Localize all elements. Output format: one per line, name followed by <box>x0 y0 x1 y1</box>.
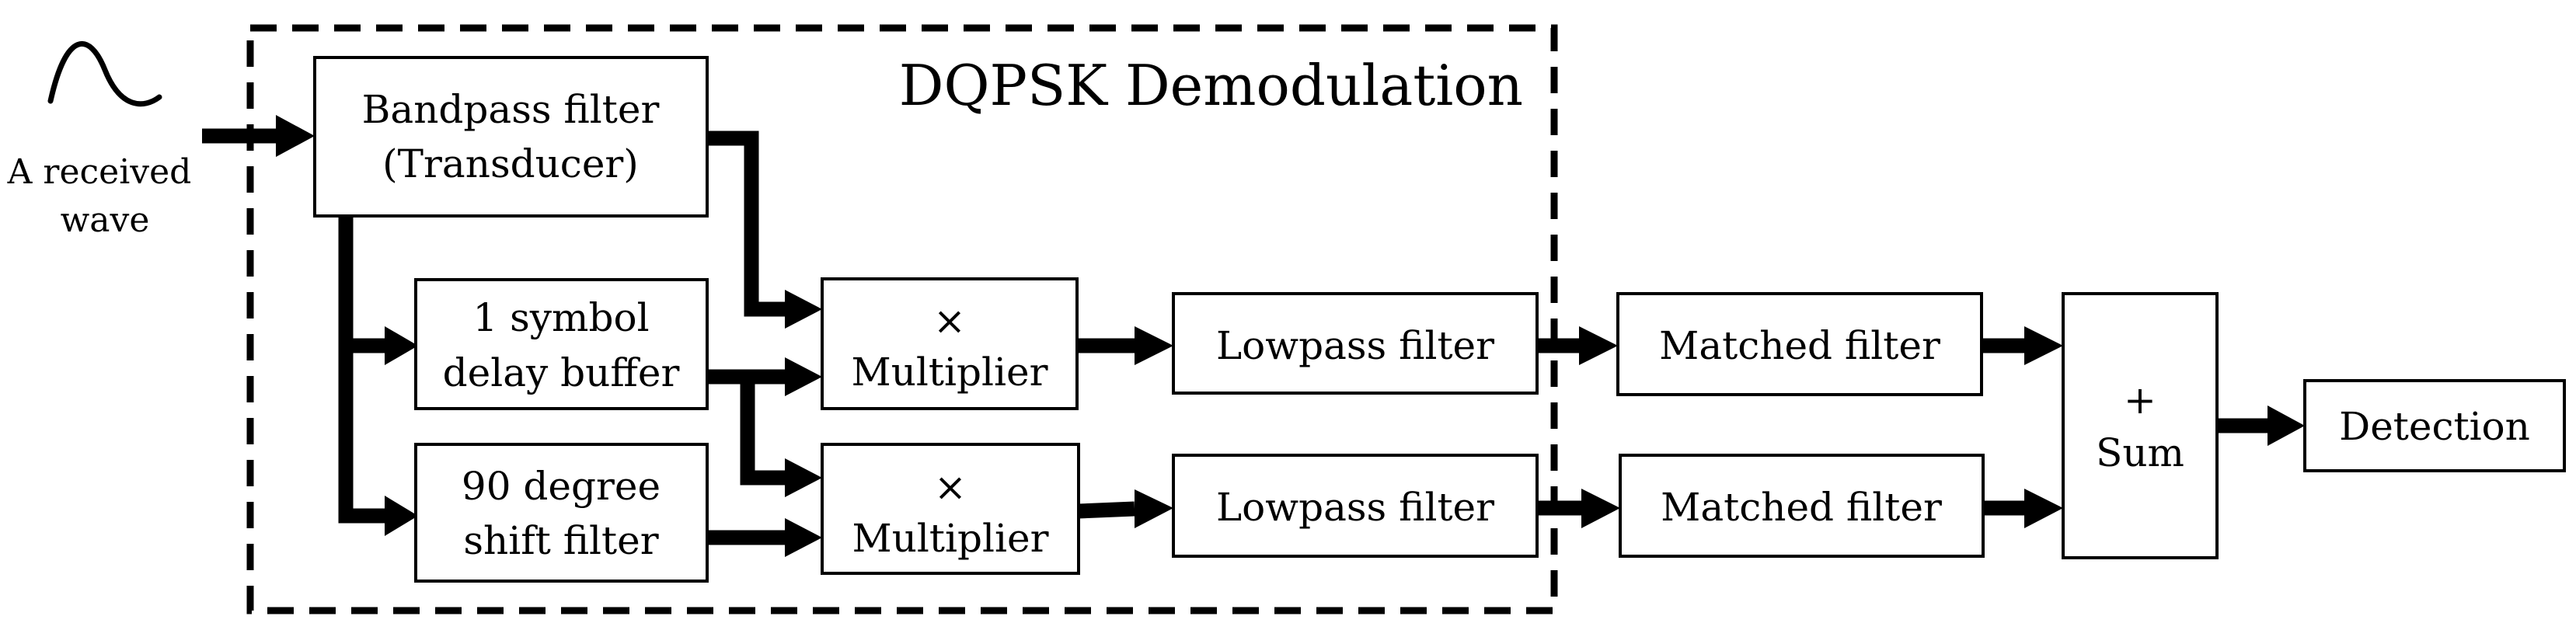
diagram-title: DQPSK Demodulation <box>899 53 1523 118</box>
bandpass-filter-line2: (Transducer) <box>382 141 639 186</box>
shift-filter-line2: shift filter <box>463 518 658 563</box>
detection-block: Detection <box>2303 379 2566 472</box>
multiplier-2-symbol: × <box>934 465 967 510</box>
bandpass-filter-block: Bandpass filter (Transducer) <box>313 56 709 218</box>
lowpass-filter-2-label: Lowpass filter <box>1216 485 1494 530</box>
matched-filter-1-label: Matched filter <box>1659 323 1940 368</box>
multiplier-1-label: Multiplier <box>852 350 1048 395</box>
matched-filter-2-label: Matched filter <box>1661 485 1942 530</box>
delay-buffer-line1: 1 symbol <box>472 295 649 340</box>
multiplier-1-symbol: × <box>933 298 966 343</box>
multiplier-2-block: × Multiplier <box>821 443 1080 575</box>
shift-filter-block: 90 degree shift filter <box>414 443 709 583</box>
shift-filter-line1: 90 degree <box>462 464 661 509</box>
matched-filter-1-block: Matched filter <box>1616 292 1983 396</box>
bandpass-filter-line1: Bandpass filter <box>362 87 660 132</box>
lowpass-filter-2-block: Lowpass filter <box>1172 454 1539 558</box>
input-label: A received wave <box>7 152 203 240</box>
sum-label: Sum <box>2096 430 2184 475</box>
sum-block: + Sum <box>2062 292 2219 559</box>
detection-label: Detection <box>2339 404 2530 449</box>
matched-filter-2-block: Matched filter <box>1619 454 1985 558</box>
dqpsk-demodulation-frame <box>246 24 1558 614</box>
multiplier-2-label: Multiplier <box>852 516 1049 561</box>
delay-buffer-line2: delay buffer <box>443 350 680 395</box>
lowpass-filter-1-label: Lowpass filter <box>1216 323 1494 368</box>
connections <box>202 115 2305 557</box>
sum-symbol: + <box>2124 378 2156 423</box>
delay-buffer-block: 1 symbol delay buffer <box>414 278 709 410</box>
sine-wave-icon <box>47 40 162 107</box>
lowpass-filter-1-block: Lowpass filter <box>1172 292 1539 395</box>
multiplier-1-block: × Multiplier <box>821 277 1079 410</box>
